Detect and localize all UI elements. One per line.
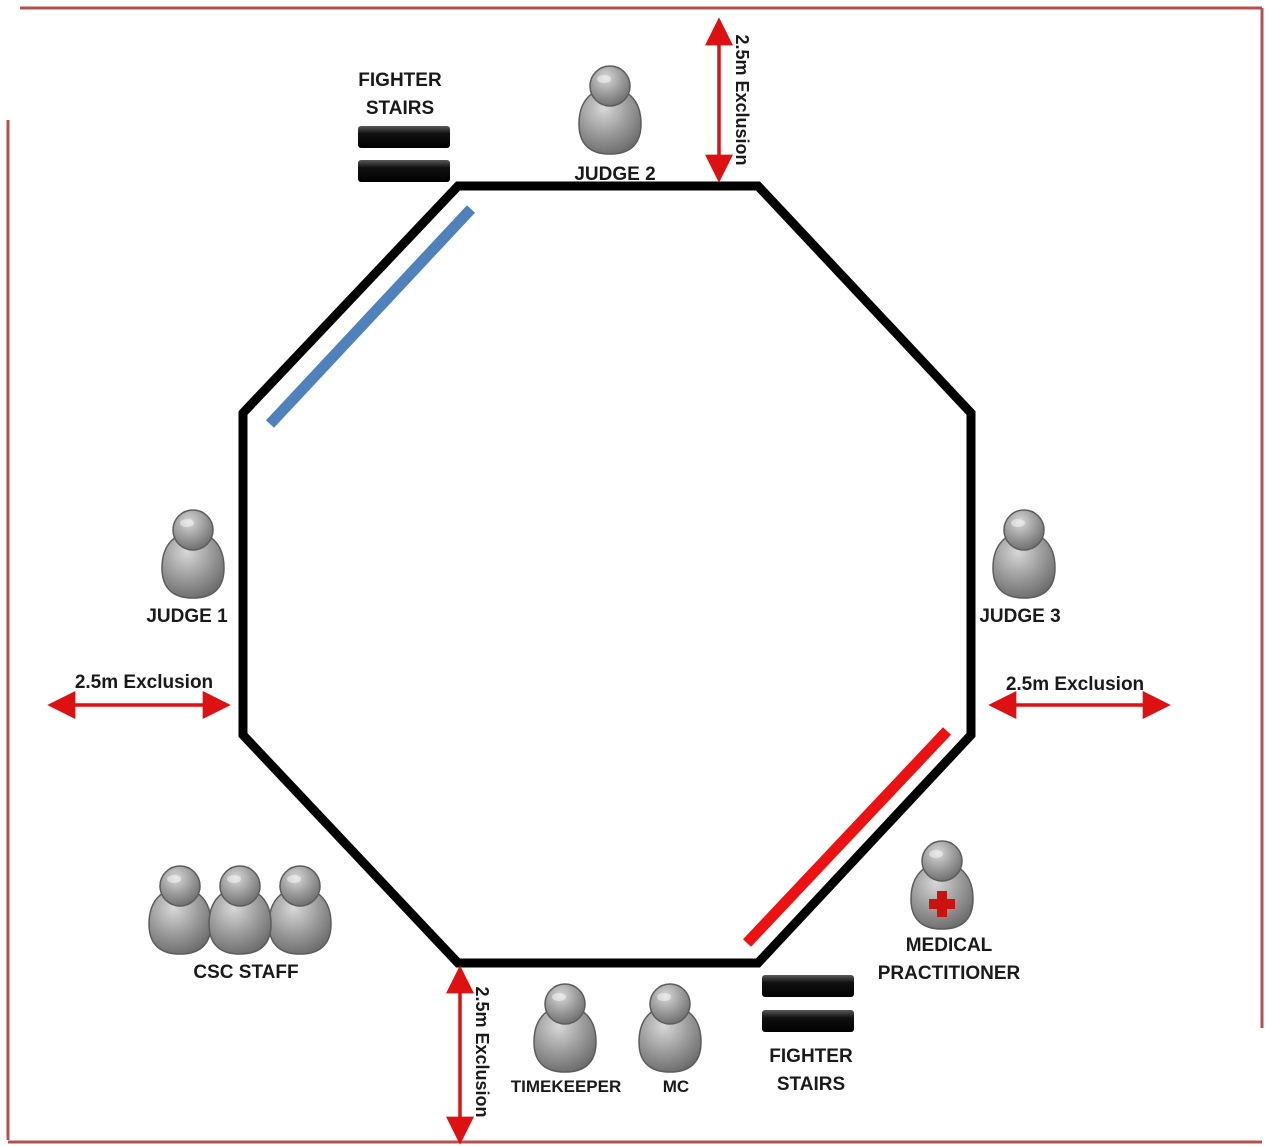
medical-cross-icon (929, 891, 955, 917)
medical-practitioner-label-2: PRACTITIONER (878, 963, 1021, 984)
judge-2-label: JUDGE 2 (574, 164, 655, 185)
timekeeper-label: TIMEKEEPER (511, 1077, 622, 1096)
fighter-stairs-bottom-label-1: FIGHTER (769, 1046, 853, 1067)
csc-staff: CSC STAFF (148, 865, 332, 983)
judge-3-label: JUDGE 3 (979, 606, 1060, 627)
judge-1: JUDGE 1 (146, 509, 228, 627)
exclusion-bottom: 2.5m Exclusion (446, 965, 492, 1145)
exclusion-left: 2.5m Exclusion (47, 672, 231, 719)
exclusion-right: 2.5m Exclusion (988, 674, 1171, 719)
fighter-stairs-bottom-label-2: STAIRS (777, 1074, 845, 1095)
csc-staff-label: CSC STAFF (193, 962, 298, 983)
fighter-stairs-bottom: FIGHTER STAIRS (762, 975, 854, 1095)
red-corner (742, 727, 952, 947)
person-icon (161, 509, 225, 599)
page-border (6, 6, 1264, 1144)
blue-corner (265, 205, 476, 428)
octagon-cage (238, 181, 976, 968)
fighter-stairs-top: FIGHTER STAIRS (358, 70, 450, 182)
exclusion-top: 2.5m Exclusion (705, 17, 752, 183)
person-icon (533, 983, 597, 1073)
mc: MC (638, 983, 702, 1096)
exclusion-top-label: 2.5m Exclusion (732, 34, 752, 165)
fighter-stairs-top-label-2: STAIRS (366, 98, 434, 119)
medical-practitioner-label-1: MEDICAL (906, 935, 993, 956)
person-icon (148, 865, 212, 955)
person-icon (208, 865, 272, 955)
exclusion-right-label: 2.5m Exclusion (1006, 674, 1144, 695)
judge-1-label: JUDGE 1 (146, 606, 228, 627)
person-icon (992, 509, 1056, 599)
person-icon (578, 65, 642, 155)
timekeeper: TIMEKEEPER (511, 983, 622, 1096)
judge-3: JUDGE 3 (979, 509, 1061, 627)
mc-label: MC (663, 1077, 689, 1096)
person-icon (638, 983, 702, 1073)
person-icon (268, 865, 332, 955)
judge-2: JUDGE 2 (574, 65, 656, 185)
exclusion-left-label: 2.5m Exclusion (75, 672, 213, 693)
fighter-stairs-top-label-1: FIGHTER (358, 70, 442, 91)
exclusion-bottom-label: 2.5m Exclusion (472, 986, 492, 1117)
medical-practitioner: MEDICAL PRACTITIONER (878, 840, 1021, 984)
